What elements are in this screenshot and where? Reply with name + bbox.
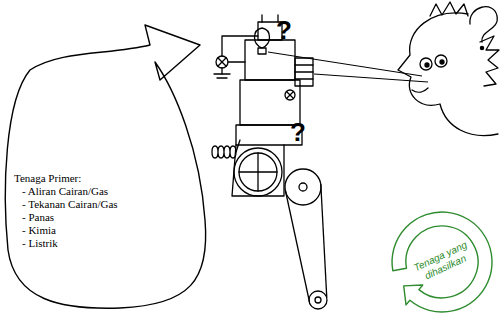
belt-pulley <box>299 183 307 191</box>
primary-energy-arrow: Tenaga Primer:- Aliran Cairan/Gas- Tekan… <box>0 20 212 315</box>
node-text: Tenaga yang dihasilkan <box>410 238 476 286</box>
output-energy-arrow: Tenaga yang dihasilkan <box>387 207 499 319</box>
engine-sketch <box>228 61 245 62</box>
thinking-head <box>425 63 429 67</box>
thinking-head <box>480 36 499 86</box>
belt-pulley <box>315 297 321 303</box>
node-text: - Kimia <box>14 224 184 237</box>
leader-line <box>268 52 422 76</box>
engine-sketch <box>217 77 227 78</box>
engine-sketch <box>218 58 226 66</box>
engine-sketch <box>232 145 284 196</box>
thinking-head <box>430 2 468 16</box>
primary-energy-arrow-outline <box>5 25 205 308</box>
thinking-head <box>420 58 432 70</box>
belt-pulley <box>321 184 327 298</box>
belt-pulley <box>285 169 327 309</box>
engine-sketch <box>285 90 295 100</box>
thinking-head <box>398 2 499 136</box>
thinking-head <box>412 88 428 92</box>
engine-sketch <box>236 140 240 152</box>
belt-pulley <box>285 169 321 205</box>
leader-line <box>268 52 428 82</box>
engine-sketch <box>258 48 266 54</box>
engine-sketch <box>261 15 262 22</box>
thinking-head <box>440 60 444 64</box>
engine-sketch <box>222 36 258 56</box>
thinking-head <box>435 55 447 67</box>
engine-sketch <box>295 71 313 72</box>
text-block: Tenaga yang dihasilkan <box>410 238 476 286</box>
node-text: - Aliran Cairan/Gas <box>14 185 184 198</box>
node-text: - Panas <box>14 211 184 224</box>
output-energy-arrow-outline <box>392 212 492 312</box>
node-text: - Tekanan Cairan/Gas <box>14 198 184 211</box>
node-text: - Listrik <box>14 237 184 250</box>
node-heading: Tenaga Primer: <box>14 172 184 185</box>
engine-sketch <box>245 40 295 80</box>
engine-sketch <box>255 28 270 48</box>
engine-sketch <box>234 148 282 196</box>
engine-sketch <box>287 92 294 99</box>
engine-sketch <box>295 64 313 65</box>
engine-sketch <box>295 58 313 86</box>
thinking-head <box>480 46 483 49</box>
engine-sketch <box>218 58 226 66</box>
engine-sketch <box>239 153 277 191</box>
engine-sketch <box>221 68 222 74</box>
belt-pulley <box>286 191 310 302</box>
belt-pulley <box>309 291 327 309</box>
primary-energy-arrow-outline <box>0 20 212 315</box>
text-block: Tenaga Primer:- Aliran Cairan/Gas- Tekan… <box>14 172 184 250</box>
thinking-head <box>470 7 497 42</box>
engine-sketch <box>212 146 236 158</box>
engine-sketch <box>212 15 313 196</box>
question-mark: ? <box>276 16 292 45</box>
engine-sketch <box>216 56 228 68</box>
engine-sketch <box>287 92 294 99</box>
thinking-head <box>398 13 498 136</box>
question-mark: ? <box>290 118 306 147</box>
engine-sketch <box>239 171 277 172</box>
